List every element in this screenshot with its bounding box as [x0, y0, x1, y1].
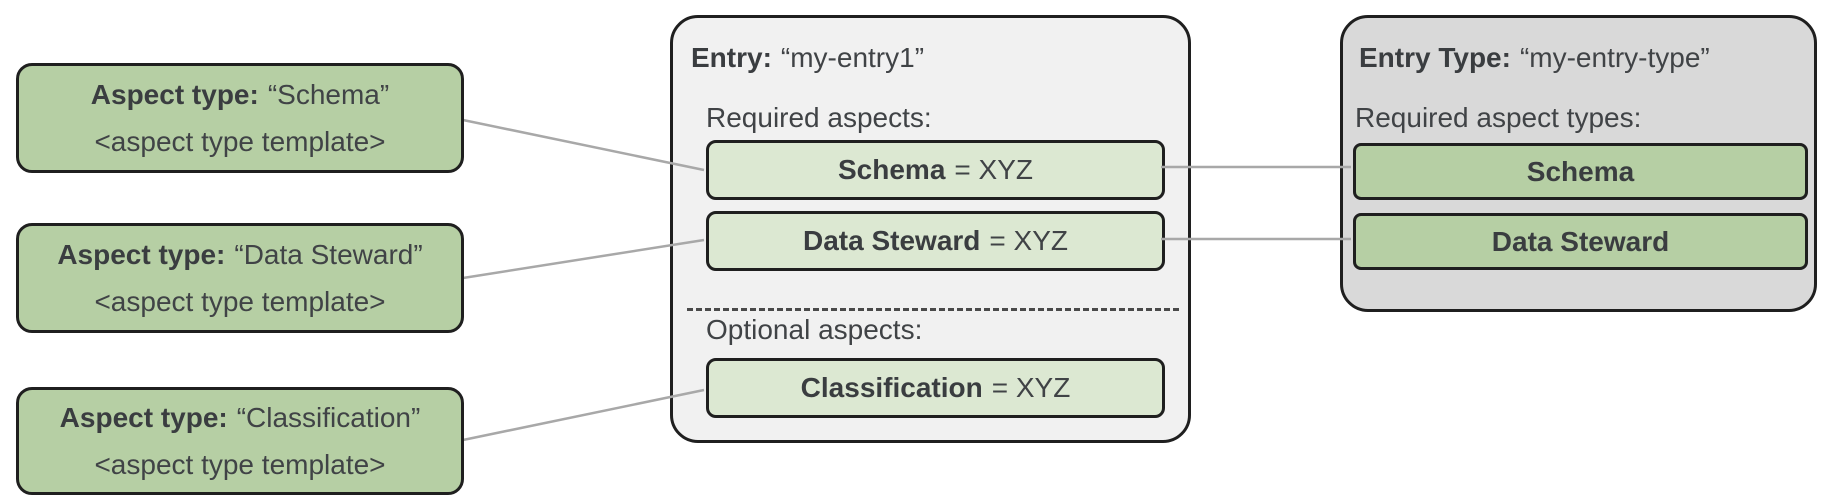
aspect-type-template-placeholder: <aspect type template> [94, 125, 386, 157]
entry-type-label: Entry Type: [1359, 42, 1511, 73]
entry-label: Entry: [691, 42, 772, 73]
entry-name: “my-entry1” [780, 42, 925, 73]
entry-title: Entry: “my-entry1” [691, 42, 924, 74]
entry-type-title: Entry Type: “my-entry-type” [1359, 42, 1710, 74]
aspect-type-card-schema: Aspect type: “Schema” <aspect type templ… [16, 63, 464, 173]
connector-schema-card-to-entry [462, 118, 705, 172]
aspect-chip-data-steward: Data Steward = XYZ [706, 211, 1165, 271]
aspect-type-card-title: Aspect type: “Classification” [60, 402, 421, 434]
aspect-type-chip-data-steward: Data Steward [1353, 213, 1808, 270]
aspect-name: Data Steward [803, 225, 981, 256]
aspect-type-template-placeholder: <aspect type template> [94, 448, 386, 480]
aspect-name: Schema [838, 154, 946, 185]
optional-aspects-heading: Optional aspects: [706, 314, 923, 345]
aspect-type-card-data-steward: Aspect type: “Data Steward” <aspect type… [16, 223, 464, 333]
aspect-type-name: “Schema” [267, 78, 390, 110]
aspect-type-card-classification: Aspect type: “Classification” <aspect ty… [16, 387, 464, 495]
aspect-type-card-title: Aspect type: “Schema” [91, 79, 389, 111]
aspect-value: = XYZ [991, 372, 1071, 403]
entry-type-name: “my-entry-type” [1519, 42, 1710, 73]
aspect-type-label: Aspect type: [57, 238, 226, 270]
aspect-type-chip-name: Schema [1526, 155, 1635, 187]
aspect-chip-schema: Schema = XYZ [706, 140, 1165, 200]
aspect-type-template-placeholder: <aspect type template> [94, 285, 386, 317]
aspect-value: = XYZ [989, 225, 1068, 256]
aspect-chip-classification: Classification = XYZ [706, 358, 1165, 418]
required-aspect-types-heading: Required aspect types: [1355, 102, 1642, 133]
aspect-type-chip-name: Data Steward [1491, 225, 1670, 257]
aspect-type-name: “Classification” [236, 401, 421, 433]
entry-type-panel: Entry Type: “my-entry-type” Required asp… [1340, 15, 1817, 312]
aspect-value: = XYZ [954, 154, 1033, 185]
connector-data-steward-card-to-entry [462, 238, 705, 280]
entry-panel: Entry: “my-entry1” Required aspects: Sch… [670, 15, 1191, 443]
connector-classification-card-to-entry [462, 388, 705, 442]
required-aspects-heading: Required aspects: [706, 102, 932, 133]
aspect-name: Classification [800, 372, 983, 403]
aspect-type-label: Aspect type: [90, 78, 259, 110]
aspect-type-name: “Data Steward” [234, 238, 423, 270]
aspect-type-card-title: Aspect type: “Data Steward” [57, 239, 422, 271]
required-optional-divider [687, 308, 1179, 311]
aspect-type-chip-schema: Schema [1353, 143, 1808, 200]
aspect-type-label: Aspect type: [59, 401, 228, 433]
